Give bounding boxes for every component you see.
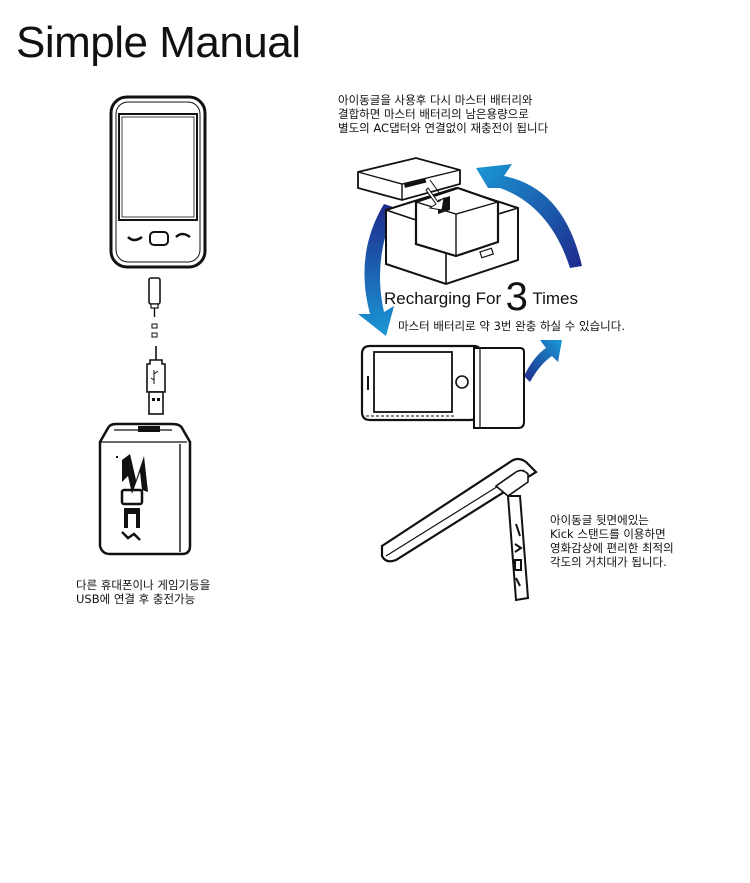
dock-recharge-caption: 아이동글을 사용후 다시 마스터 배터리와 결합하면 마스터 배터리의 남은용량… xyxy=(338,93,548,135)
smartphone-icon xyxy=(109,95,207,269)
recharge-prefix: Recharging For xyxy=(384,289,502,308)
caption-line: 각도의 거치대가 됩니다. xyxy=(550,555,667,569)
kickstand-caption: 아이동글 뒷면에있는 Kick 스탠드를 이용하면 영화감상에 편리한 최적의 … xyxy=(550,513,674,569)
caption-line: Kick 스탠드를 이용하면 xyxy=(550,527,666,541)
iphone-with-dongle-icon xyxy=(360,340,562,429)
usb-plug-icon xyxy=(146,346,166,415)
kickstand-phone-icon xyxy=(380,457,538,602)
recharge-subtitle: 마스터 배터리로 약 3번 완충 하실 수 있습니다. xyxy=(398,319,625,333)
caption-line: USB에 연결 후 충전가능 xyxy=(76,592,196,606)
caption-line: 영화감상에 편리한 최적의 xyxy=(550,541,674,555)
caption-line: 별도의 AC댑터와 연결없이 재충전이 됩니다 xyxy=(338,121,549,135)
caption-line: 다른 휴대폰이나 게임기등을 xyxy=(76,578,211,592)
recharge-heading: Recharging For 3 Times xyxy=(384,277,578,317)
battery-dock-icon xyxy=(357,157,582,336)
caption-line: 결합하면 마스터 배터리의 남은용량으로 xyxy=(338,107,529,121)
recharge-suffix: Times xyxy=(532,289,578,308)
micro-usb-plug-icon xyxy=(148,277,161,338)
caption-line: 아이동글을 사용후 다시 마스터 배터리와 xyxy=(338,93,533,107)
battery-pack-icon xyxy=(98,422,192,556)
page-title: Simple Manual xyxy=(16,18,301,67)
recharge-count: 3 xyxy=(505,275,528,319)
usb-charge-caption: 다른 휴대폰이나 게임기등을 USB에 연결 후 충전가능 xyxy=(76,578,210,606)
caption-line: 아이동글 뒷면에있는 xyxy=(550,513,649,527)
